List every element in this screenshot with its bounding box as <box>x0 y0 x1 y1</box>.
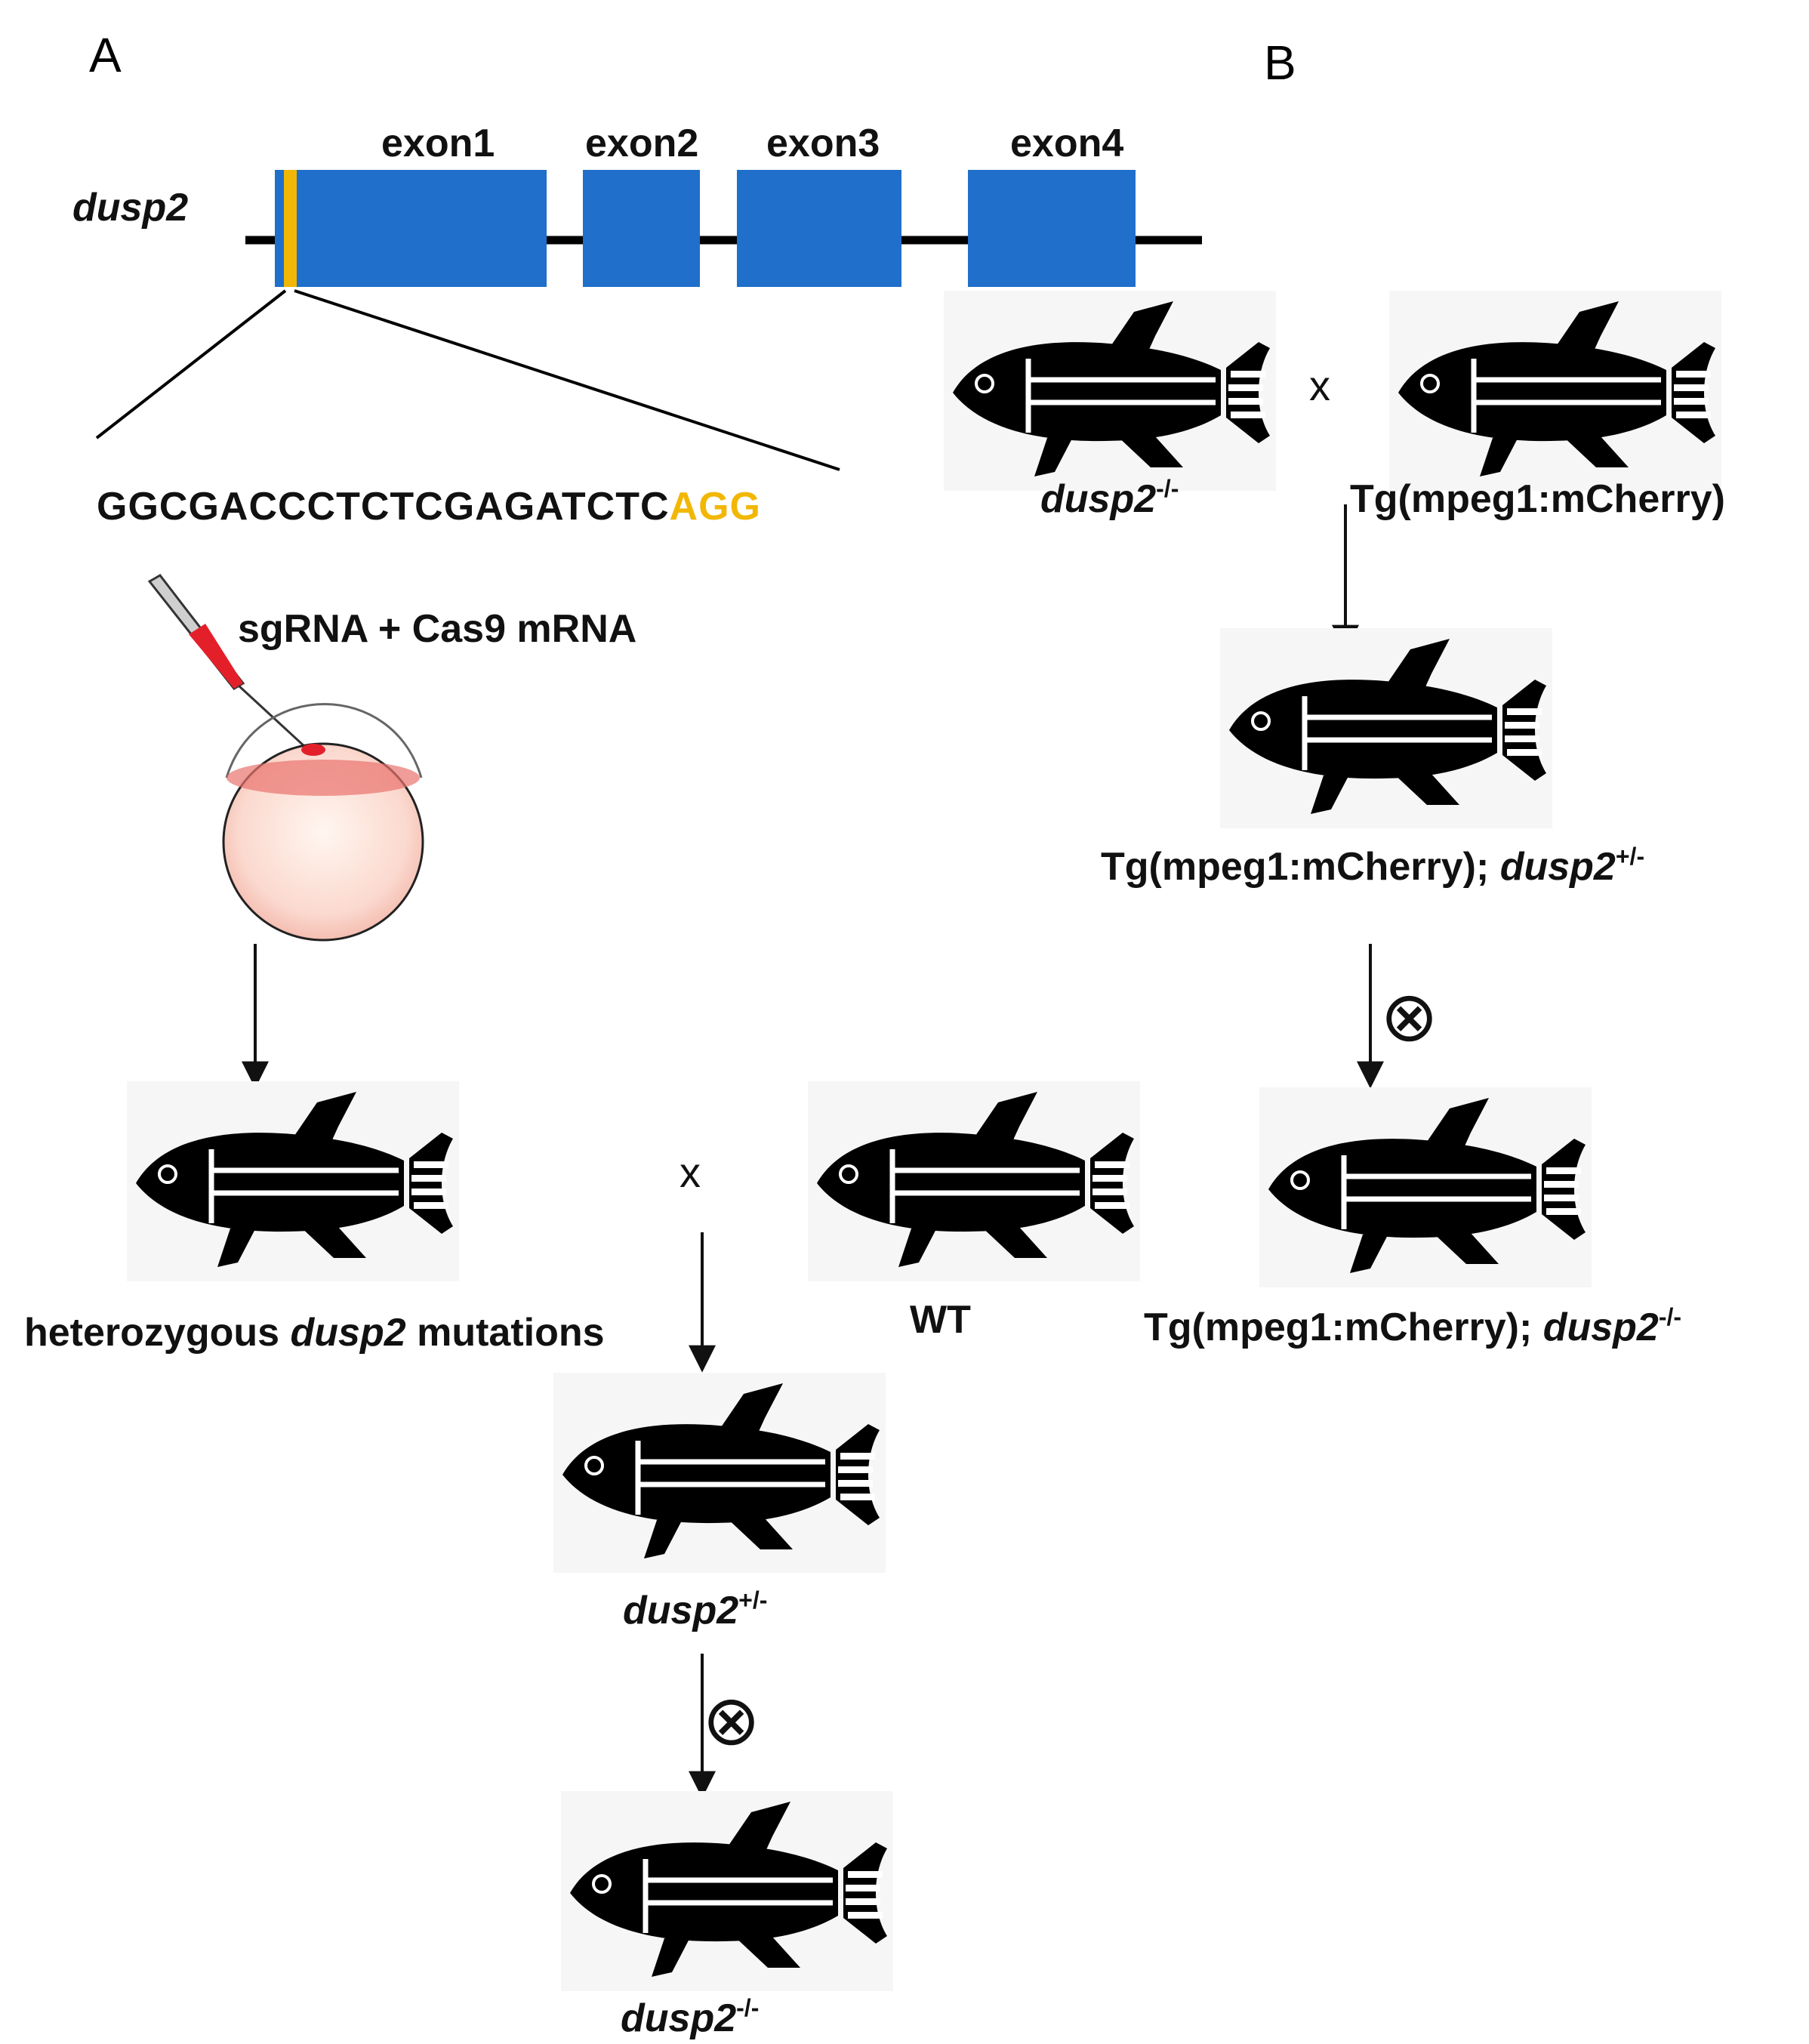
label-het-gene: dusp2 <box>623 1589 738 1632</box>
fish-b-transgenic <box>1389 291 1721 491</box>
fish-b-mutant <box>944 291 1276 491</box>
label-b-het-gene: dusp2 <box>1500 845 1616 889</box>
label-f0-pre: heterozygous <box>24 1311 291 1355</box>
panel-label-a: A <box>89 28 122 82</box>
label-b-homo-sup: -/- <box>1659 1303 1681 1330</box>
label-b-homo-gene: dusp2 <box>1543 1306 1659 1349</box>
label-b-mutant-gene: dusp2 <box>1040 477 1156 521</box>
fish-b-homo <box>1259 1087 1592 1287</box>
fish-b-het <box>1220 628 1552 828</box>
fish-f0-heterozygous <box>127 1081 459 1281</box>
target-site-marker <box>284 170 297 287</box>
label-homo-sup: -/- <box>736 1994 759 2021</box>
exon3-label: exon3 <box>766 122 880 165</box>
label-het: dusp2+/- <box>623 1586 767 1632</box>
label-b-mutant-sup: -/- <box>1156 475 1179 502</box>
fish-wildtype <box>808 1081 1140 1281</box>
cross-symbol-a: x <box>680 1148 701 1196</box>
gene-model: dusp2 exon1 exon2 exon3 exon4 <box>72 122 1202 471</box>
exon1-box <box>275 170 547 287</box>
self-cross-symbol-a: ⊗ <box>702 1682 760 1759</box>
injection-solution <box>189 624 243 689</box>
label-f0-heterozygous: heterozygous dusp2 mutations <box>24 1311 605 1355</box>
sequence-main: GGCGACCCTCTCGAGATCTC <box>97 485 670 529</box>
label-homo-gene: dusp2 <box>621 1996 736 2040</box>
chorion-outline <box>225 703 423 778</box>
cell-mass <box>227 760 420 796</box>
cross-symbol-b: x <box>1309 362 1330 409</box>
exon4-label: exon4 <box>1010 122 1123 165</box>
panel-label-b: B <box>1264 35 1296 90</box>
fish-f2-homo <box>561 1791 893 1991</box>
label-b-transgenic: Tg(mpeg1:mCherry) <box>1350 477 1725 521</box>
label-b-homo: Tg(mpeg1:mCherry); dusp2-/- <box>1144 1303 1681 1349</box>
zoom-line-left <box>95 289 287 439</box>
exon4-box <box>968 170 1136 287</box>
exon2-label: exon2 <box>585 122 698 165</box>
injection-label: sgRNA + Cas9 mRNA <box>238 607 636 651</box>
needle-tip <box>237 684 307 749</box>
exon1-label: exon1 <box>381 122 495 165</box>
sequence-pam: AGG <box>670 485 761 529</box>
label-b-homo-pre: Tg(mpeg1:mCherry); <box>1144 1306 1543 1349</box>
injection-illustration: sgRNA + Cas9 mRNA <box>147 574 636 942</box>
self-cross-symbol-b: ⊗ <box>1380 979 1438 1056</box>
fish-f1-het <box>553 1373 886 1573</box>
label-homo: dusp2-/- <box>621 1994 759 2040</box>
zoom-line-right <box>294 289 840 471</box>
label-f0-gene: dusp2 <box>291 1311 406 1355</box>
gene-name: dusp2 <box>72 186 188 230</box>
label-f0-post: mutations <box>406 1311 605 1355</box>
exon2-box <box>583 170 700 287</box>
label-b-het-sup: +/- <box>1616 843 1644 870</box>
label-b-mutant: dusp2-/- <box>1040 475 1179 521</box>
label-b-het-pre: Tg(mpeg1:mCherry); <box>1101 845 1500 889</box>
label-het-sup: +/- <box>738 1586 767 1614</box>
label-b-het: Tg(mpeg1:mCherry); dusp2+/- <box>1101 843 1644 889</box>
exon3-box <box>737 170 901 287</box>
label-wildtype: WT <box>910 1298 971 1342</box>
target-sequence: GGCGACCCTCTCGAGATCTCAGG <box>97 485 761 529</box>
injection-droplet <box>301 744 325 756</box>
